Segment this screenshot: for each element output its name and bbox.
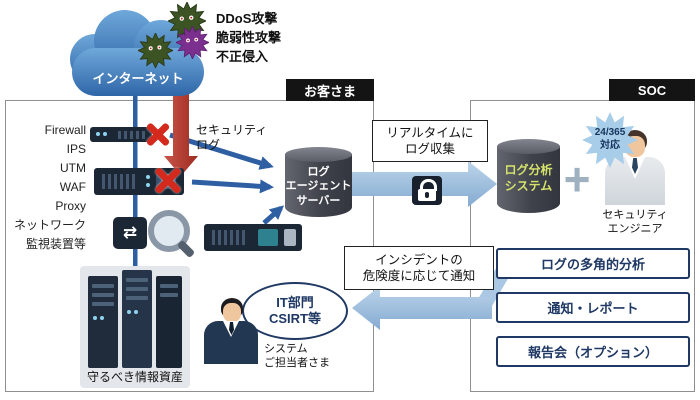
firewall-appliance-icon (90, 127, 152, 142)
security-engineer-label: セキュリティ エンジニア (602, 209, 668, 236)
feature-briefing-option: 報告会（オプション） (496, 336, 690, 367)
plus-sign: + (563, 153, 591, 205)
switch-arrows-glyph: ⇄ (122, 223, 138, 242)
security-log-label: セキュリティ ログ (196, 123, 268, 152)
malware-icon-vulnerability (176, 26, 209, 59)
blocked-x-icon (152, 164, 184, 196)
device-label-monitoring: 監視装置等 (25, 237, 86, 251)
server-tower (88, 276, 118, 368)
magnifier-handle (176, 239, 196, 259)
device-label-network: ネットワーク (13, 218, 86, 232)
engineer-tie (632, 158, 638, 174)
device-label-firewall: Firewall (44, 123, 86, 137)
log-analysis-system-icon: ログ分析 システム (497, 139, 560, 213)
information-assets: 守るべき情報資産 (80, 266, 190, 388)
contact-face (223, 303, 241, 322)
switch-icon: ⇄ (113, 217, 147, 249)
feature-log-analysis: ログの多角的分析 (496, 248, 690, 279)
tab-customer-label: お客さま (303, 83, 356, 99)
badge-label: 24/365 対応 (594, 127, 626, 151)
log-analysis-system-label: ログ分析 システム (504, 163, 553, 193)
device-label-proxy: Proxy (55, 199, 86, 213)
blocked-x-icon (144, 120, 172, 148)
lock-keyhole (425, 192, 429, 198)
realtime-collection-label: リアルタイムに ログ収集 (372, 120, 488, 162)
tab-soc-label: SOC (637, 82, 667, 98)
incident-notify-label: インシデントの 危険度に応じて通知 (344, 246, 494, 290)
server-tower (122, 270, 152, 368)
internet-label: インターネット (92, 71, 184, 86)
it-dept-oval: IT部門 CSIRT等 (242, 282, 348, 340)
malware-icon-intrusion (138, 33, 173, 68)
tab-customer: お客さま (286, 79, 374, 101)
device-label-waf: WAF (59, 180, 86, 194)
tab-soc: SOC (609, 79, 695, 101)
cloud-shape (72, 48, 204, 96)
feature-notification-report: 通知・レポート (496, 292, 690, 323)
notification-arrow (352, 286, 492, 330)
threat-label-vulnerability: 脆弱性攻撃 (216, 30, 282, 45)
threat-label-intrusion: 不正侵入 (216, 49, 269, 64)
log-flow-arrow-3 (262, 205, 284, 225)
internet-cloud: インターネット (68, 6, 208, 98)
log-agent-server-label: ログ エージェント サーバー (285, 166, 352, 207)
badge-24-365: 24/365 対応 (582, 112, 638, 168)
threat-label-ddos: DDoS攻撃 (216, 11, 278, 26)
magnifier-icon (146, 208, 196, 259)
monitoring-appliance-icon (204, 224, 302, 251)
customer-contact-icon (204, 298, 258, 364)
server-tower (156, 276, 182, 368)
log-flow-arrow-2 (191, 179, 274, 194)
log-agent-server-icon: ログ エージェント サーバー (285, 147, 352, 217)
lock-icon (412, 176, 442, 205)
lock-shackle (420, 179, 437, 191)
badge-burst-icon (582, 112, 638, 168)
device-label-ips: IPS (66, 142, 86, 156)
contact-tie (229, 322, 234, 335)
customer-contact-label: システム ご担当者さま (264, 343, 330, 370)
security-device-list: Firewall IPS UTM WAF Proxy ネットワーク 監視装置等 (6, 121, 86, 254)
information-assets-label: 守るべき情報資産 (86, 370, 183, 384)
attack-arrow (164, 78, 198, 176)
device-label-utm: UTM (60, 161, 86, 175)
